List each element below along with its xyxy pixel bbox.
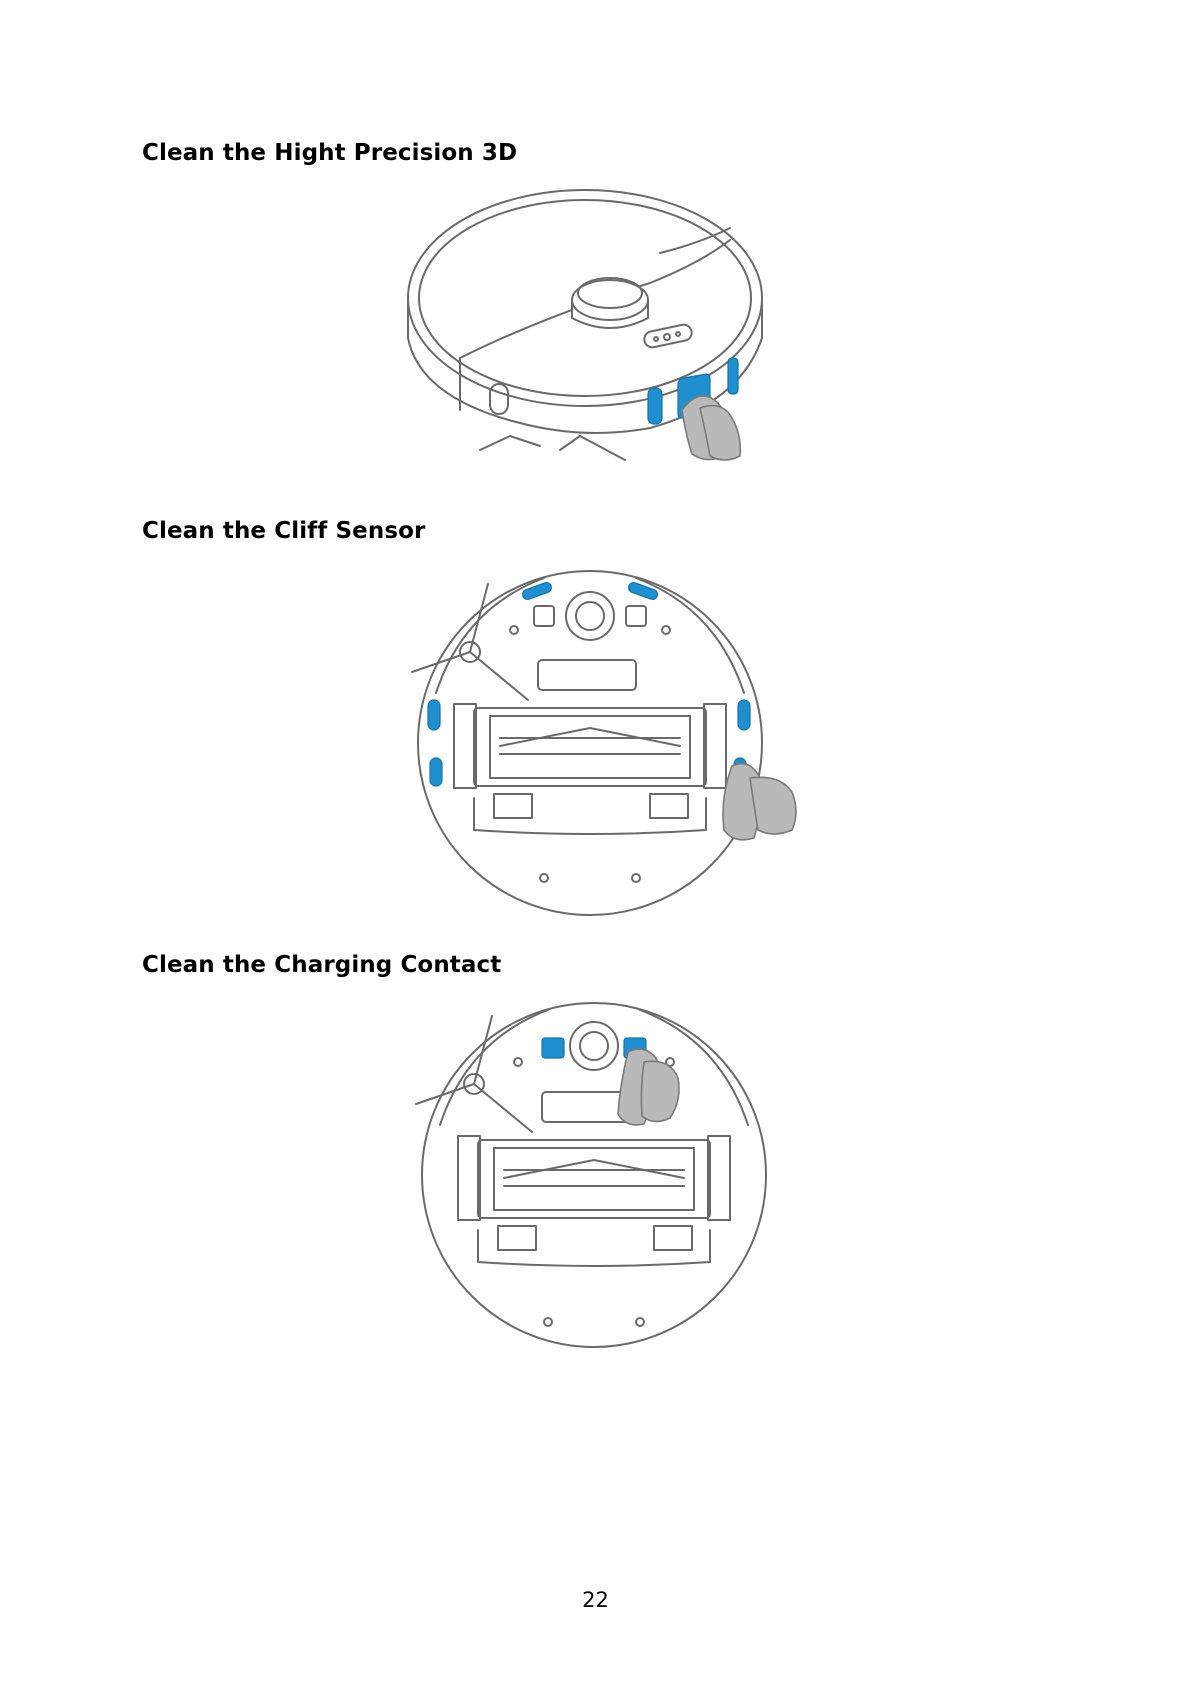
robot-bottom-view-cliff-illustration <box>404 568 804 918</box>
robot-top-view-illustration <box>400 188 770 478</box>
robot-bottom-view-charging-illustration <box>408 1000 788 1350</box>
page-number: 22 <box>0 1588 1191 1612</box>
section-title-charging-contact: Clean the Charging Contact <box>142 952 501 978</box>
section-title-cliff-sensor: Clean the Cliff Sensor <box>142 518 425 544</box>
section-title-3d-sensor: Clean the Hight Precision 3D <box>142 140 517 166</box>
